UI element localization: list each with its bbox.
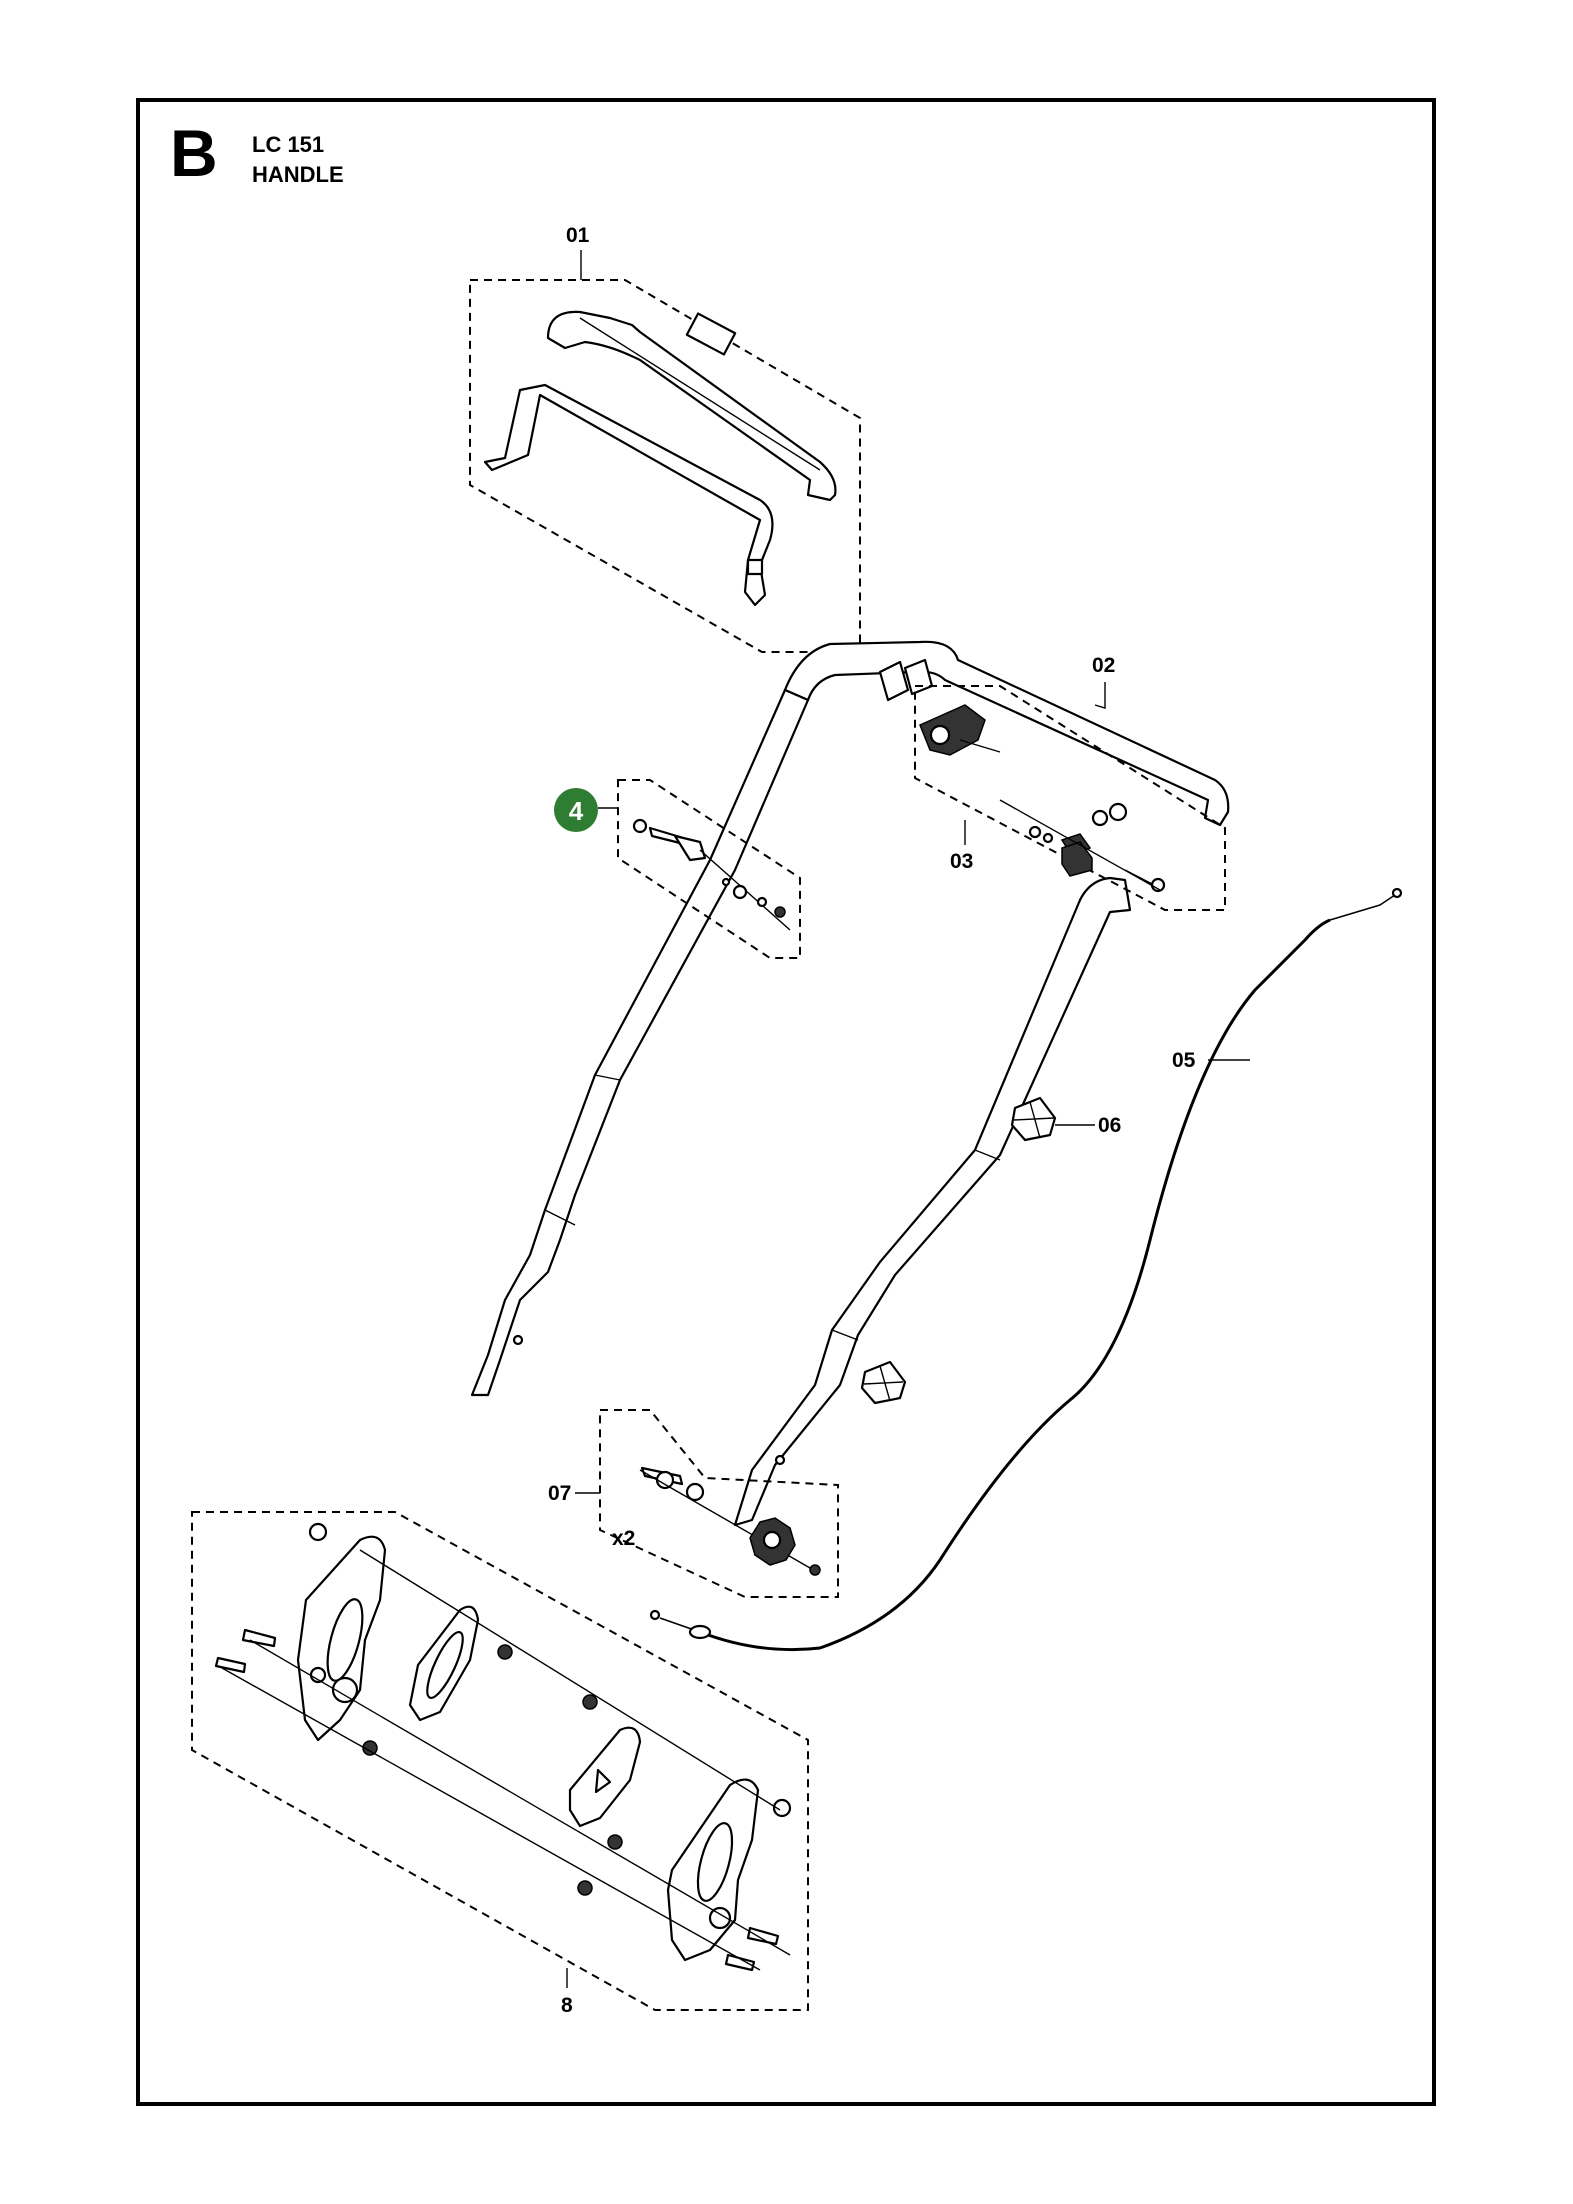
clip-06[interactable]: [1010, 1096, 1057, 1142]
main-handle-tube[interactable]: [470, 640, 1230, 1527]
section-title: HANDLE: [252, 162, 344, 187]
label-04[interactable]: 4: [569, 796, 584, 826]
part-group-03[interactable]: [914, 685, 1226, 911]
part-group-07[interactable]: [599, 1409, 839, 1598]
label-05[interactable]: 05: [1172, 1049, 1196, 1072]
diagram-frame: [136, 98, 1436, 2106]
quantity-note: x2: [612, 1527, 635, 1550]
section-letter: B: [170, 116, 218, 190]
label-07[interactable]: 07: [548, 1482, 571, 1505]
model-name: LC 151: [252, 132, 325, 157]
label-08[interactable]: 8: [561, 1994, 573, 2017]
label-03[interactable]: 03: [950, 850, 973, 873]
clip-06-installed[interactable]: [860, 1360, 907, 1405]
part-group-04[interactable]: [617, 779, 801, 959]
label-01[interactable]: 01: [566, 224, 590, 247]
part-group-01[interactable]: [469, 279, 861, 653]
cable-05[interactable]: [649, 887, 1403, 1652]
label-06[interactable]: 06: [1098, 1114, 1121, 1137]
highlight-badge-04[interactable]: [554, 788, 598, 832]
label-02[interactable]: 02: [1092, 654, 1115, 677]
part-group-08[interactable]: [191, 1511, 809, 2011]
